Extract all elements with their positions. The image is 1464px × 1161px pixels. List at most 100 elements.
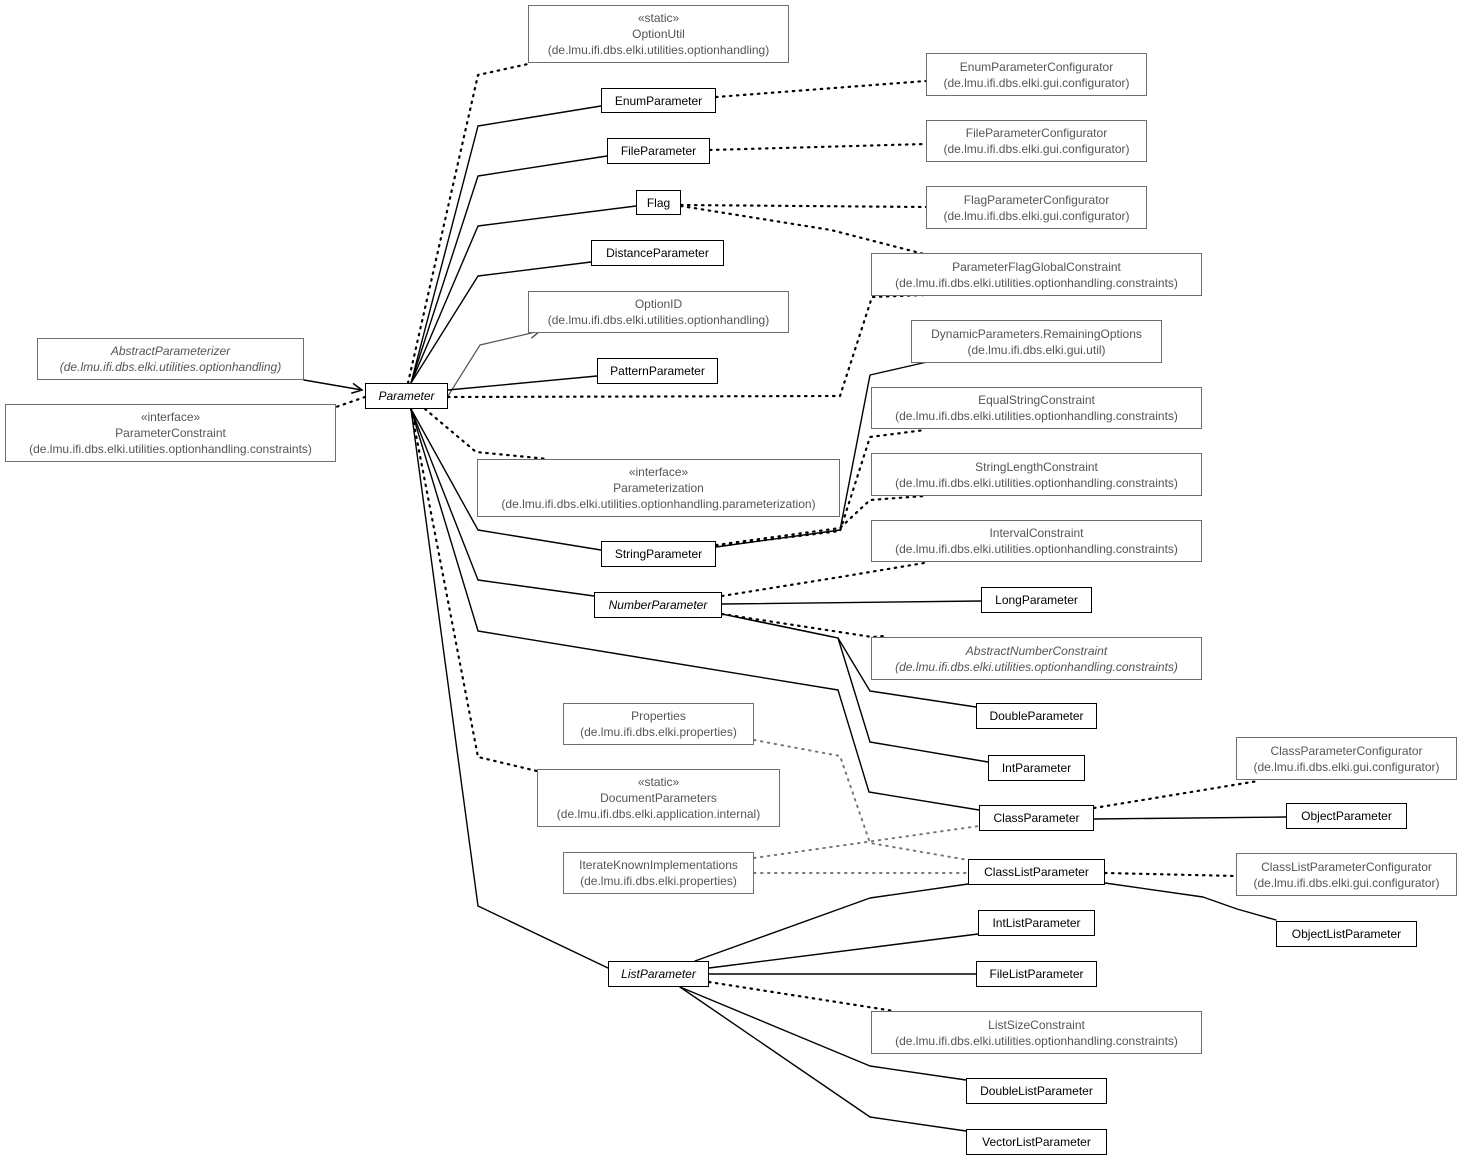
edge-properties-to-class-list-parameter (753, 739, 969, 861)
class-node-parameter[interactable]: Parameter (365, 383, 448, 409)
class-name-label: DoubleListParameter (980, 1084, 1093, 1098)
class-name-label: ParameterFlagGlobalConstraint (952, 259, 1121, 274)
class-name-label: NumberParameter (608, 598, 708, 612)
class-node-class-list-parameter[interactable]: ClassListParameter (968, 859, 1105, 885)
class-node-parameter-flag-global-constraint[interactable]: ParameterFlagGlobalConstraint(de.lmu.ifi… (871, 253, 1202, 296)
class-node-file-parameter[interactable]: FileParameter (607, 138, 710, 164)
class-node-object-parameter[interactable]: ObjectParameter (1286, 803, 1407, 829)
class-name-label: IntListParameter (992, 916, 1081, 930)
edge-class-parameter-to-parameter (410, 408, 980, 811)
package-label: (de.lmu.ifi.dbs.elki.gui.configurator) (943, 142, 1130, 156)
class-name-label: OptionID (634, 297, 683, 311)
edge-parameter-to-document-parameters (409, 407, 539, 773)
package-label: (de.lmu.ifi.dbs.elki.utilities.optionhan… (895, 409, 1178, 423)
edge-enum-parameter-to-enum-parameter-configurator (714, 79, 928, 99)
edge-parameter-to-parameter-flag-global-constraint (446, 293, 927, 399)
class-node-parameterization[interactable]: «interface»Parameterization(de.lmu.ifi.d… (477, 459, 840, 517)
class-node-iterate-known-implementations[interactable]: IterateKnownImplementations(de.lmu.ifi.d… (563, 852, 754, 894)
class-node-int-list-parameter[interactable]: IntListParameter (978, 910, 1095, 936)
class-node-list-parameter[interactable]: ListParameter (608, 961, 709, 987)
class-name-label: ListSizeConstraint (988, 1017, 1085, 1032)
class-name-label: ClassParameter (993, 811, 1080, 825)
package-label: (de.lmu.ifi.dbs.elki.gui.util) (967, 342, 1106, 357)
edge-parameter-to-option-util (406, 62, 530, 385)
class-name-label: EnumParameterConfigurator (959, 59, 1114, 74)
class-name-label: IntervalConstraint (989, 526, 1084, 540)
class-node-option-id[interactable]: OptionID (de.lmu.ifi.dbs.elki.utilities.o… (528, 291, 789, 333)
class-node-option-util[interactable]: «static»OptionUtil(de.lmu.ifi.dbs.elki.u… (528, 5, 789, 63)
edge-parameter-to-parameterization (423, 407, 550, 461)
class-node-dynamic-parameters-remaining-options[interactable]: DynamicParameters.RemainingOptions(de.lm… (911, 320, 1162, 363)
edge-object-parameter-to-class-parameter (1093, 816, 1287, 820)
class-name-label: Properties (631, 709, 686, 723)
class-node-string-parameter[interactable]: StringParameter (601, 541, 716, 567)
class-node-file-parameter-configurator[interactable]: FileParameterConfigurator (de.lmu.ifi.dbs… (926, 120, 1147, 162)
class-node-enum-parameter-configurator[interactable]: EnumParameterConfigurator(de.lmu.ifi.dbs… (926, 53, 1147, 96)
stereotype-label: «interface» (628, 465, 689, 479)
edge-string-parameter-to-parameter (410, 408, 602, 551)
class-name-label: ObjectParameter (1301, 809, 1392, 823)
class-node-document-parameters[interactable]: «static»DocumentParameters(de.lmu.ifi.db… (537, 769, 780, 827)
edge-number-parameter-to-interval-constraint (720, 561, 926, 598)
edge-int-parameter-to-number-parameter (721, 613, 989, 763)
class-node-double-parameter[interactable]: DoubleParameter (976, 703, 1097, 729)
class-name-label: VectorListParameter (982, 1135, 1091, 1149)
package-label: (de.lmu.ifi.dbs.elki.utilities.optionhan… (895, 1033, 1178, 1048)
class-node-list-size-constraint[interactable]: ListSizeConstraint(de.lmu.ifi.dbs.elki.u… (871, 1011, 1202, 1054)
class-name-label: ClassParameterConfigurator (1270, 743, 1423, 758)
class-node-parameter-constraint[interactable]: «interface»ParameterConstraint(de.lmu.if… (5, 404, 336, 462)
edge-class-list-parameter-to-class-list-parameter-configurator (1103, 871, 1238, 878)
class-node-file-list-parameter[interactable]: FileListParameter (976, 961, 1097, 987)
edge-number-parameter-to-abstract-number-constraint (720, 612, 886, 639)
class-node-string-length-constraint[interactable]: StringLengthConstraint(de.lmu.ifi.dbs.el… (871, 453, 1202, 496)
class-node-flag[interactable]: Flag (636, 190, 681, 215)
class-name-label: LongParameter (995, 593, 1078, 607)
edge-parameter-to-parameter-constraint (334, 395, 367, 409)
package-label: (de.lmu.ifi.dbs.elki.utilities.optionhan… (895, 475, 1178, 490)
class-node-class-parameter-configurator[interactable]: ClassParameterConfigurator(de.lmu.ifi.db… (1236, 737, 1457, 780)
class-node-class-parameter[interactable]: ClassParameter (979, 805, 1094, 831)
class-node-distance-parameter[interactable]: DistanceParameter (591, 240, 724, 266)
class-name-label: OptionUtil (632, 27, 685, 41)
class-node-flag-parameter-configurator[interactable]: FlagParameterConfigurator(de.lmu.ifi.dbs… (926, 186, 1147, 229)
class-node-class-list-parameter-configurator[interactable]: ClassListParameterConfigurator(de.lmu.if… (1236, 853, 1457, 896)
edge-file-parameter-to-file-parameter-configurator (708, 142, 928, 152)
class-node-pattern-parameter[interactable]: PatternParameter (597, 358, 718, 384)
package-label: (de.lmu.ifi.dbs.elki.gui.configurator) (943, 75, 1130, 90)
class-node-int-parameter[interactable]: IntParameter (988, 755, 1085, 781)
class-node-equal-string-constraint[interactable]: EqualStringConstraint(de.lmu.ifi.dbs.elk… (871, 387, 1202, 429)
class-name-label: FileParameterConfigurator (965, 126, 1108, 140)
class-name-label: Flag (646, 195, 671, 210)
package-label: (de.lmu.ifi.dbs.elki.utilities.optionhan… (895, 275, 1178, 290)
class-node-abstract-parameterizer[interactable]: AbstractParameterizer(de.lmu.ifi.dbs.elk… (37, 338, 304, 380)
edge-abstract-parameterizer-to-parameter (303, 379, 362, 390)
edge-flag-to-flag-parameter-configurator (679, 203, 928, 209)
edge-int-list-parameter-to-list-parameter (708, 933, 979, 969)
class-node-interval-constraint[interactable]: IntervalConstraint(de.lmu.ifi.dbs.elki.u… (871, 520, 1202, 562)
class-name-label: ClassListParameter (984, 865, 1089, 879)
package-label: (de.lmu.ifi.dbs.elki.gui.configurator) (1253, 875, 1440, 890)
edge-distance-parameter-to-parameter (410, 261, 592, 384)
class-node-abstract-number-constraint[interactable]: AbstractNumberConstraint(de.lmu.ifi.dbs.… (871, 637, 1202, 680)
package-label: (de.lmu.ifi.dbs.elki.application.interna… (556, 807, 761, 821)
class-node-double-list-parameter[interactable]: DoubleListParameter (966, 1078, 1107, 1104)
class-node-object-list-parameter[interactable]: ObjectListParameter (1276, 921, 1417, 947)
edge-number-parameter-to-parameter (410, 408, 595, 597)
class-name-label: ObjectListParameter (1291, 927, 1402, 941)
edge-pattern-parameter-to-parameter (447, 375, 598, 391)
class-node-enum-parameter[interactable]: EnumParameter (601, 88, 716, 113)
class-node-number-parameter[interactable]: NumberParameter (594, 592, 722, 618)
class-node-long-parameter[interactable]: LongParameter (981, 587, 1092, 613)
package-label: (de.lmu.ifi.dbs.elki.utilities.optionhan… (29, 442, 312, 456)
package-label: (de.lmu.ifi.dbs.elki.gui.configurator) (943, 208, 1130, 223)
stereotype-label: «interface» (140, 410, 201, 424)
class-node-properties[interactable]: Properties(de.lmu.ifi.dbs.elki.propertie… (563, 703, 754, 745)
package-label: (de.lmu.ifi.dbs.elki.gui.configurator) (1253, 759, 1440, 774)
class-name-label: DocumentParameters (600, 791, 717, 805)
class-name-label: AbstractParameterizer (110, 344, 231, 358)
class-name-label: DoubleParameter (989, 709, 1084, 723)
edge-iterate-known-implementations-to-class-parameter (753, 825, 980, 859)
class-node-vector-list-parameter[interactable]: VectorListParameter (966, 1129, 1107, 1155)
package-label: (de.lmu.ifi.dbs.elki.utilities.optionhan… (547, 313, 770, 327)
